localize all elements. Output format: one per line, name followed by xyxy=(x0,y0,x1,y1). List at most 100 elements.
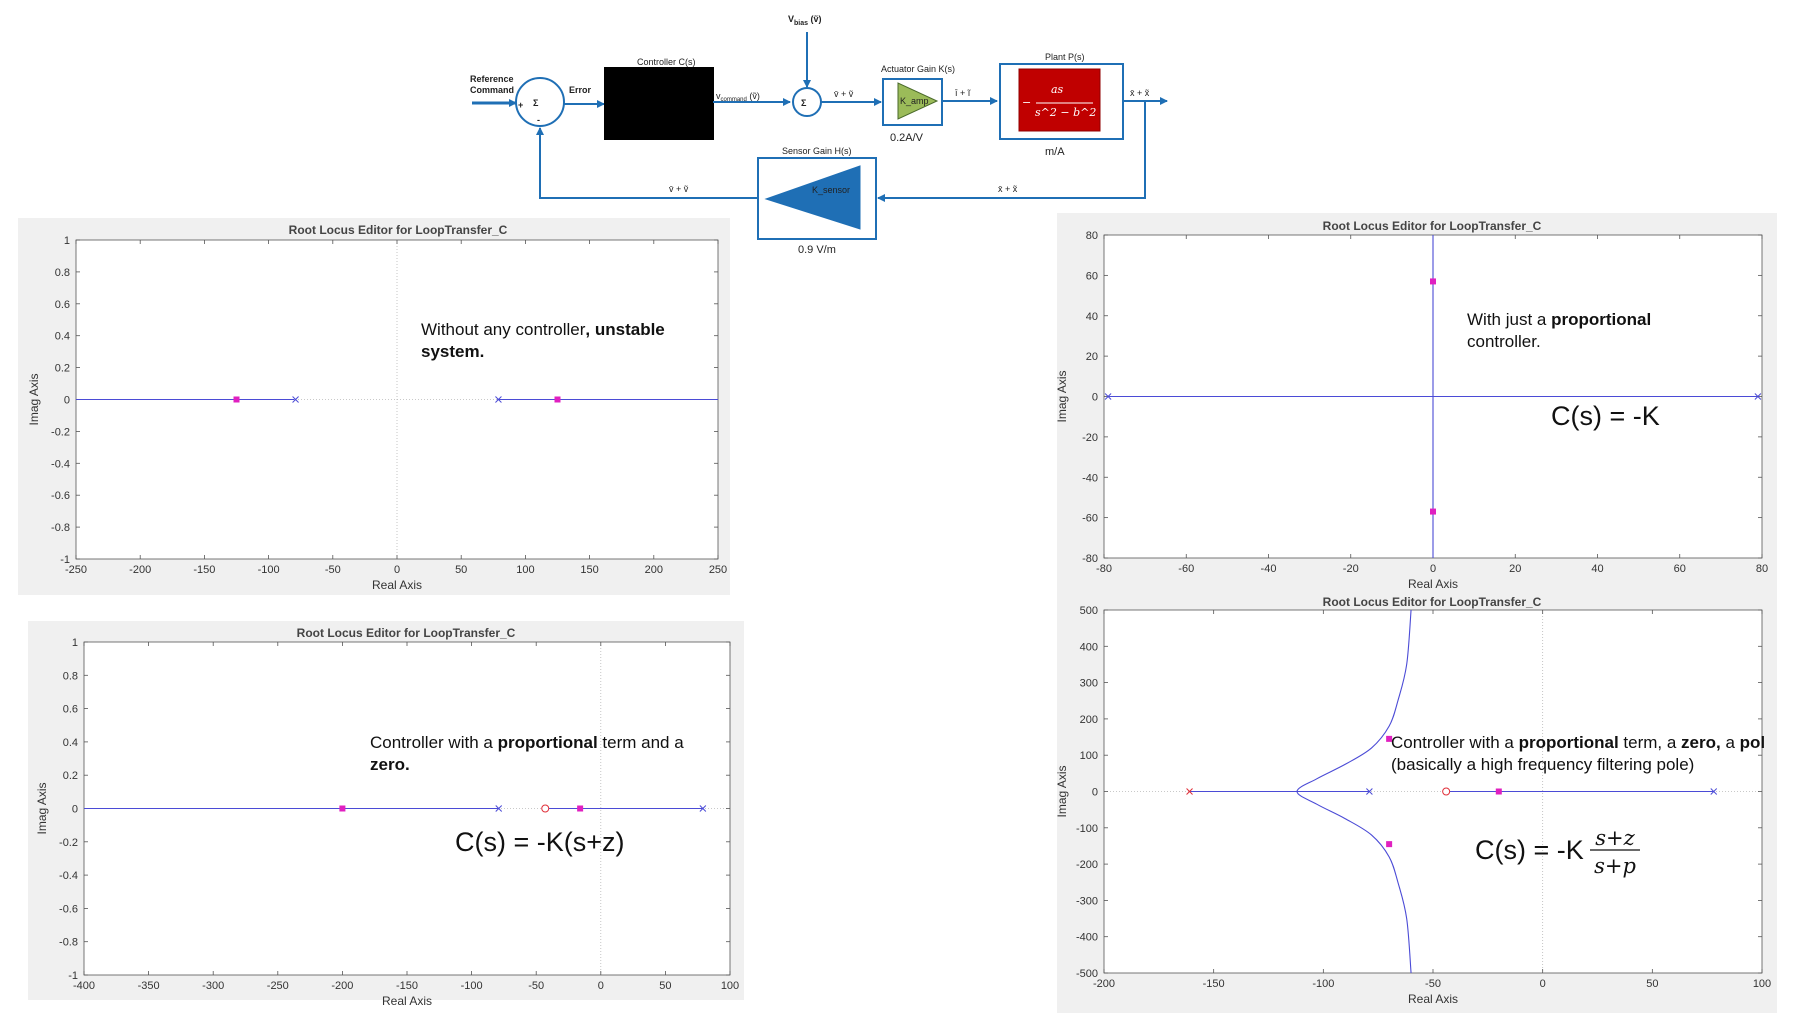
actuator-value: 0.2A/V xyxy=(890,132,924,144)
y-tick-label: -1 xyxy=(60,554,70,566)
closed-loop-pole xyxy=(1386,735,1393,742)
x-tick-label: 50 xyxy=(659,980,671,992)
plot-title: Root Locus Editor for LoopTransfer_C xyxy=(289,223,508,237)
formula-numerator: s+z xyxy=(1595,826,1635,850)
x-tick-label: -100 xyxy=(461,980,483,992)
closed-loop-pole xyxy=(339,805,346,812)
x-tick-label: 150 xyxy=(580,564,598,576)
y-tick-label: -0.8 xyxy=(51,522,70,534)
feedback-wire-left xyxy=(536,127,758,199)
y-tick-label: -300 xyxy=(1076,895,1098,907)
x-tick-label: -100 xyxy=(1312,978,1334,990)
x-tick-label: 250 xyxy=(709,564,727,576)
open-loop-pole xyxy=(495,396,502,403)
x-tick-label: -350 xyxy=(138,980,160,992)
x-axis-label: Real Axis xyxy=(372,578,422,592)
open-loop-pole xyxy=(495,805,503,812)
sensor-block-label: K_sensor xyxy=(812,185,850,195)
x-tick-label: 80 xyxy=(1756,563,1768,575)
y-tick-label: 0.8 xyxy=(55,267,70,279)
y-axis-label: Imag Axis xyxy=(35,782,49,834)
y-tick-label: 400 xyxy=(1080,641,1098,653)
open-loop-zero xyxy=(1442,787,1451,796)
open-loop-pole xyxy=(1366,788,1373,795)
plant-block xyxy=(1018,68,1101,132)
x-tick-label: 40 xyxy=(1591,563,1603,575)
controller-title: Controller C(s) xyxy=(637,57,696,67)
y-tick-label: -0.4 xyxy=(51,458,70,470)
x-tick-label: 0 xyxy=(1430,563,1436,575)
y-tick-label: 60 xyxy=(1086,270,1098,282)
x-tick-label: 100 xyxy=(516,564,534,576)
voltage-label: v̄ + ṽ xyxy=(834,89,854,99)
plot-title: Root Locus Editor for LoopTransfer_C xyxy=(1323,595,1542,609)
open-loop-pole xyxy=(1186,788,1193,795)
feedback-wire-right xyxy=(877,101,1146,202)
x-tick-label: -50 xyxy=(1425,978,1441,990)
note-segment: proportional xyxy=(498,733,598,752)
block-diagram-labels: Vbias (ṽ) Reference Command + Σ - Error … xyxy=(470,14,1150,256)
plot-title: Root Locus Editor for LoopTransfer_C xyxy=(1323,219,1542,233)
y-axis-label: Imag Axis xyxy=(1055,370,1069,422)
y-tick-label: 100 xyxy=(1080,750,1098,762)
y-tick-label: 0.4 xyxy=(55,331,70,343)
y-tick-label: -0.6 xyxy=(59,903,78,915)
block-diagram xyxy=(472,32,1168,240)
y-tick-label: -1 xyxy=(68,970,78,982)
y-tick-label: 500 xyxy=(1080,605,1098,617)
closed-loop-pole xyxy=(1430,278,1436,285)
closed-loop-pole xyxy=(233,396,240,403)
note-line: Controller with a proportional term and … xyxy=(370,733,684,752)
x-tick-label: -20 xyxy=(1343,563,1359,575)
y-tick-label: -0.2 xyxy=(59,837,78,849)
plant-negative: − xyxy=(1022,96,1031,109)
x-axis-label: Real Axis xyxy=(1408,992,1458,1006)
error-label: Error xyxy=(569,85,592,95)
x-tick-label: -50 xyxy=(325,564,341,576)
note-segment: term and a xyxy=(598,733,685,752)
x-tick-label: -400 xyxy=(73,980,95,992)
x-tick-label: 100 xyxy=(721,980,739,992)
actuator-block-label: K_amp xyxy=(900,96,929,106)
formula-prefix: C(s) = -K xyxy=(1475,835,1584,865)
note-segment: (basically a high frequency filtering po… xyxy=(1391,755,1694,774)
y-tick-label: -60 xyxy=(1082,513,1098,525)
open-loop-pole xyxy=(699,805,707,812)
y-tick-label: 0.8 xyxy=(63,670,78,682)
y-tick-label: -40 xyxy=(1082,472,1098,484)
y-tick-label: 1 xyxy=(64,235,70,247)
controller-formula: C(s) = -K xyxy=(1551,401,1660,431)
x-tick-label: -250 xyxy=(65,564,87,576)
x-tick-label: 0 xyxy=(1540,978,1546,990)
plot-note: Controller with a proportional term, a z… xyxy=(1391,733,1765,774)
y-tick-label: 0.6 xyxy=(55,299,70,311)
actuator-gain-triangle xyxy=(897,82,939,120)
x-tick-label: -200 xyxy=(1093,978,1115,990)
closed-loop-pole xyxy=(1430,508,1436,515)
summing-junction-1 xyxy=(515,77,565,127)
x-tick-label: -200 xyxy=(331,980,353,992)
y-tick-label: 80 xyxy=(1086,230,1098,242)
y-tick-label: 0 xyxy=(1092,392,1098,404)
sensor-title: Sensor Gain H(s) xyxy=(782,146,852,156)
current-label: ī + ĩ xyxy=(955,88,971,98)
x-tick-label: 100 xyxy=(1753,978,1771,990)
locus-data xyxy=(84,804,707,813)
y-tick-label: -500 xyxy=(1076,968,1098,980)
sigma-1: Σ xyxy=(533,98,539,108)
locus-data xyxy=(76,396,718,403)
y-tick-label: 300 xyxy=(1080,678,1098,690)
note-line: system. xyxy=(421,342,484,361)
closed-loop-pole xyxy=(577,805,584,812)
x-tick-label: -40 xyxy=(1261,563,1277,575)
x-tick-label: -150 xyxy=(193,564,215,576)
x-tick-label: -300 xyxy=(202,980,224,992)
x-axis-label: Real Axis xyxy=(1408,577,1458,591)
note-segment: zero, xyxy=(1681,733,1721,752)
x-tick-label: -150 xyxy=(1203,978,1225,990)
x-tick-label: -250 xyxy=(267,980,289,992)
note-segment: Controller with a xyxy=(1391,733,1519,752)
y-tick-label: 0.2 xyxy=(63,770,78,782)
